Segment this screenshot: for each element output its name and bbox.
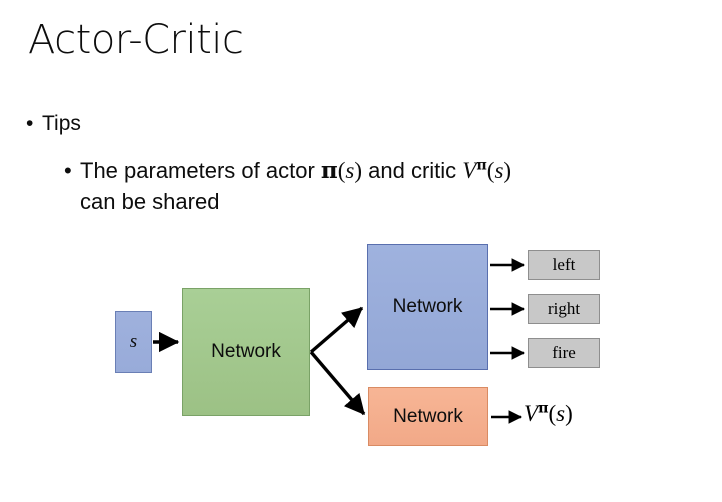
open-paren: ( — [486, 158, 495, 183]
pi-superscript: π — [476, 157, 487, 174]
v-symbol: V — [524, 401, 539, 426]
close-paren: ) — [354, 158, 363, 183]
actor-network-label: Network — [392, 296, 463, 317]
critic-network-label: Network — [393, 405, 463, 427]
s-symbol: s — [494, 158, 504, 183]
action-label: right — [547, 299, 581, 318]
pi-superscript: π — [538, 400, 549, 417]
diagram-shared-network-box[interactable]: Network — [182, 288, 310, 416]
bullet-level1-label: Tips — [42, 112, 81, 135]
shared-network-label: Network — [211, 341, 281, 362]
diagram-actor-network-box[interactable]: Network — [367, 244, 488, 370]
input-state-label: s — [129, 331, 138, 352]
v-symbol: V — [462, 158, 477, 183]
bullet-level2-text-before: The parameters of actor — [80, 158, 321, 183]
action-label: left — [552, 255, 576, 274]
bullet-marker-icon: • — [64, 158, 72, 183]
bullet-level1-tips: • Tips — [26, 110, 81, 137]
action-box-fire[interactable]: fire — [528, 338, 600, 368]
action-box-right[interactable]: right — [528, 294, 600, 324]
page-title: Actor-Critic — [28, 17, 244, 63]
bullet-level2-second-line: can be shared — [80, 189, 220, 214]
critic-output-value: Vπ(s) — [524, 401, 573, 427]
math-critic-v-pi-s: Vπ(s) — [462, 158, 511, 183]
bullet-level2-shared-params: •The parameters of actor π(s) and critic… — [64, 155, 704, 217]
close-paren: ) — [565, 401, 573, 426]
close-paren: ) — [503, 158, 512, 183]
diagram-critic-network-box[interactable]: Network — [368, 387, 488, 446]
pi-symbol: π — [320, 157, 338, 184]
open-paren: ( — [548, 401, 557, 426]
bullet-level2-text-between: and critic — [362, 158, 463, 183]
diagram-input-state-box[interactable]: s — [115, 311, 152, 373]
bullet-marker-icon: • — [26, 112, 34, 135]
arrow-shared-to-actor — [309, 306, 364, 354]
s-symbol: s — [345, 158, 355, 183]
action-box-left[interactable]: left — [528, 250, 600, 280]
arrow-shared-to-critic — [309, 350, 366, 416]
action-label: fire — [552, 343, 576, 362]
open-paren: ( — [337, 158, 346, 183]
math-actor-pi-s: π(s) — [320, 157, 363, 184]
s-symbol: s — [556, 401, 566, 426]
